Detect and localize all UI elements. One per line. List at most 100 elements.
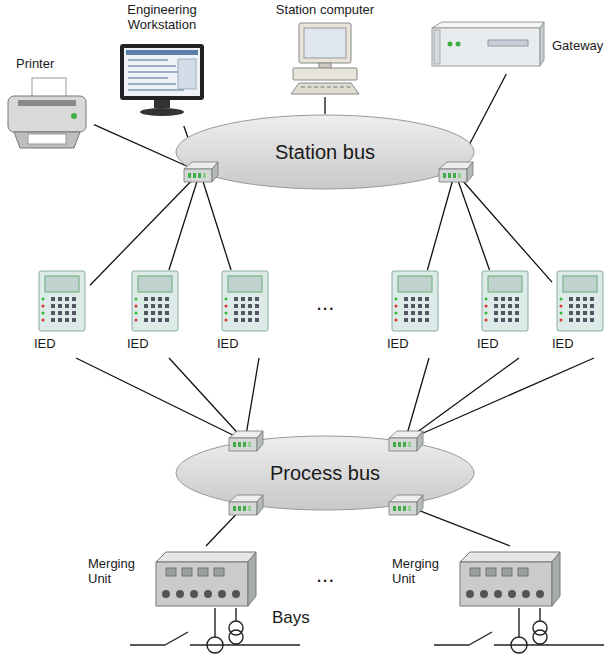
icon-part (162, 590, 170, 598)
network-link (169, 358, 245, 441)
icon-part (198, 568, 208, 576)
icon-part (234, 311, 238, 315)
measurement-wire (518, 608, 519, 637)
icon-part (590, 318, 594, 322)
icon-part (508, 590, 516, 598)
icon-part (72, 318, 76, 322)
icon-part (222, 271, 268, 331)
icon-part (71, 113, 77, 119)
icon-part (144, 311, 148, 315)
mu-icon (156, 552, 256, 606)
icon-part (432, 28, 540, 66)
icon-part (321, 86, 325, 88)
icon-part (248, 311, 252, 315)
icon-part (488, 276, 522, 292)
icon-part (501, 311, 505, 315)
icon-part (569, 318, 573, 322)
device-icon (38, 270, 86, 332)
icon-part (182, 568, 192, 576)
device-icon (4, 76, 90, 151)
icon-part (392, 271, 438, 331)
icon-part (398, 276, 432, 292)
ied-icon (392, 271, 438, 331)
current-transformer (207, 637, 223, 653)
device-label: Merging Unit (88, 556, 152, 586)
icon-part (241, 297, 245, 301)
icon-part (228, 276, 262, 292)
ethernet-switch (229, 431, 263, 451)
icon-part (124, 48, 200, 96)
computer-device: Station computer (265, 2, 385, 97)
icon-part (58, 304, 62, 308)
icon-part (128, 59, 168, 61)
bays-label: Bays (272, 608, 310, 628)
device-icon (481, 270, 529, 332)
icon-part (425, 297, 429, 301)
icon-part (560, 312, 563, 315)
icon-part (165, 304, 169, 308)
icon-part (128, 83, 176, 85)
icon-part (72, 311, 76, 315)
icon-part (494, 318, 498, 322)
ellipsis-label: ... (316, 562, 334, 588)
icon-part (144, 297, 148, 301)
current-transformer (511, 637, 527, 653)
icon-part (165, 297, 169, 301)
icon-part (225, 312, 228, 315)
bus-ellipse: Process bus (175, 435, 475, 511)
icon-part (42, 312, 45, 315)
icon-part (248, 318, 252, 322)
icon-part (347, 86, 351, 88)
icon-part (158, 311, 162, 315)
icon-part (448, 42, 453, 47)
icon-part (485, 319, 488, 322)
icon-part (502, 568, 512, 576)
ethernet-switch (229, 495, 263, 515)
icon-part (65, 297, 69, 301)
icon-part (395, 298, 398, 301)
icon-part (470, 568, 480, 576)
icon-part (45, 276, 79, 292)
ied-device: IED (34, 270, 90, 358)
icon-part (51, 318, 55, 322)
icon-part (494, 297, 498, 301)
device-label: Engineering Workstation (116, 2, 208, 32)
icon-part (460, 562, 552, 606)
icon-part (576, 318, 580, 322)
icon-part (225, 319, 228, 322)
icon-part (456, 42, 461, 47)
printer-icon (8, 78, 86, 148)
icon-part (590, 311, 594, 315)
device-label: IED (34, 336, 74, 351)
device-label: IED (552, 336, 592, 351)
icon-part (501, 318, 505, 322)
icon-part (291, 83, 359, 94)
icon-part (590, 297, 594, 301)
icon-part (135, 305, 138, 308)
measurement-wire (235, 644, 236, 645)
device-icon (289, 23, 361, 95)
icon-part (234, 297, 238, 301)
icon-part (560, 298, 563, 301)
icon-part (58, 311, 62, 315)
icon-part (560, 319, 563, 322)
icon-part (395, 312, 398, 315)
device-icon (460, 548, 560, 608)
icon-part (411, 304, 415, 308)
measurement-wire (214, 608, 215, 637)
icon-part (583, 311, 587, 315)
busbar-line (434, 644, 469, 645)
icon-part (569, 304, 573, 308)
printer-device: Printer (2, 56, 94, 152)
icon-part (486, 568, 496, 576)
device-icon (156, 548, 256, 608)
icon-part (165, 318, 169, 322)
icon-part (165, 311, 169, 315)
icon-part (515, 297, 519, 301)
icon-part (515, 304, 519, 308)
bus-label: Process bus (270, 461, 380, 485)
icon-part (432, 22, 544, 28)
icon-part (126, 50, 198, 55)
icon-part (225, 305, 228, 308)
network-link (427, 172, 455, 270)
